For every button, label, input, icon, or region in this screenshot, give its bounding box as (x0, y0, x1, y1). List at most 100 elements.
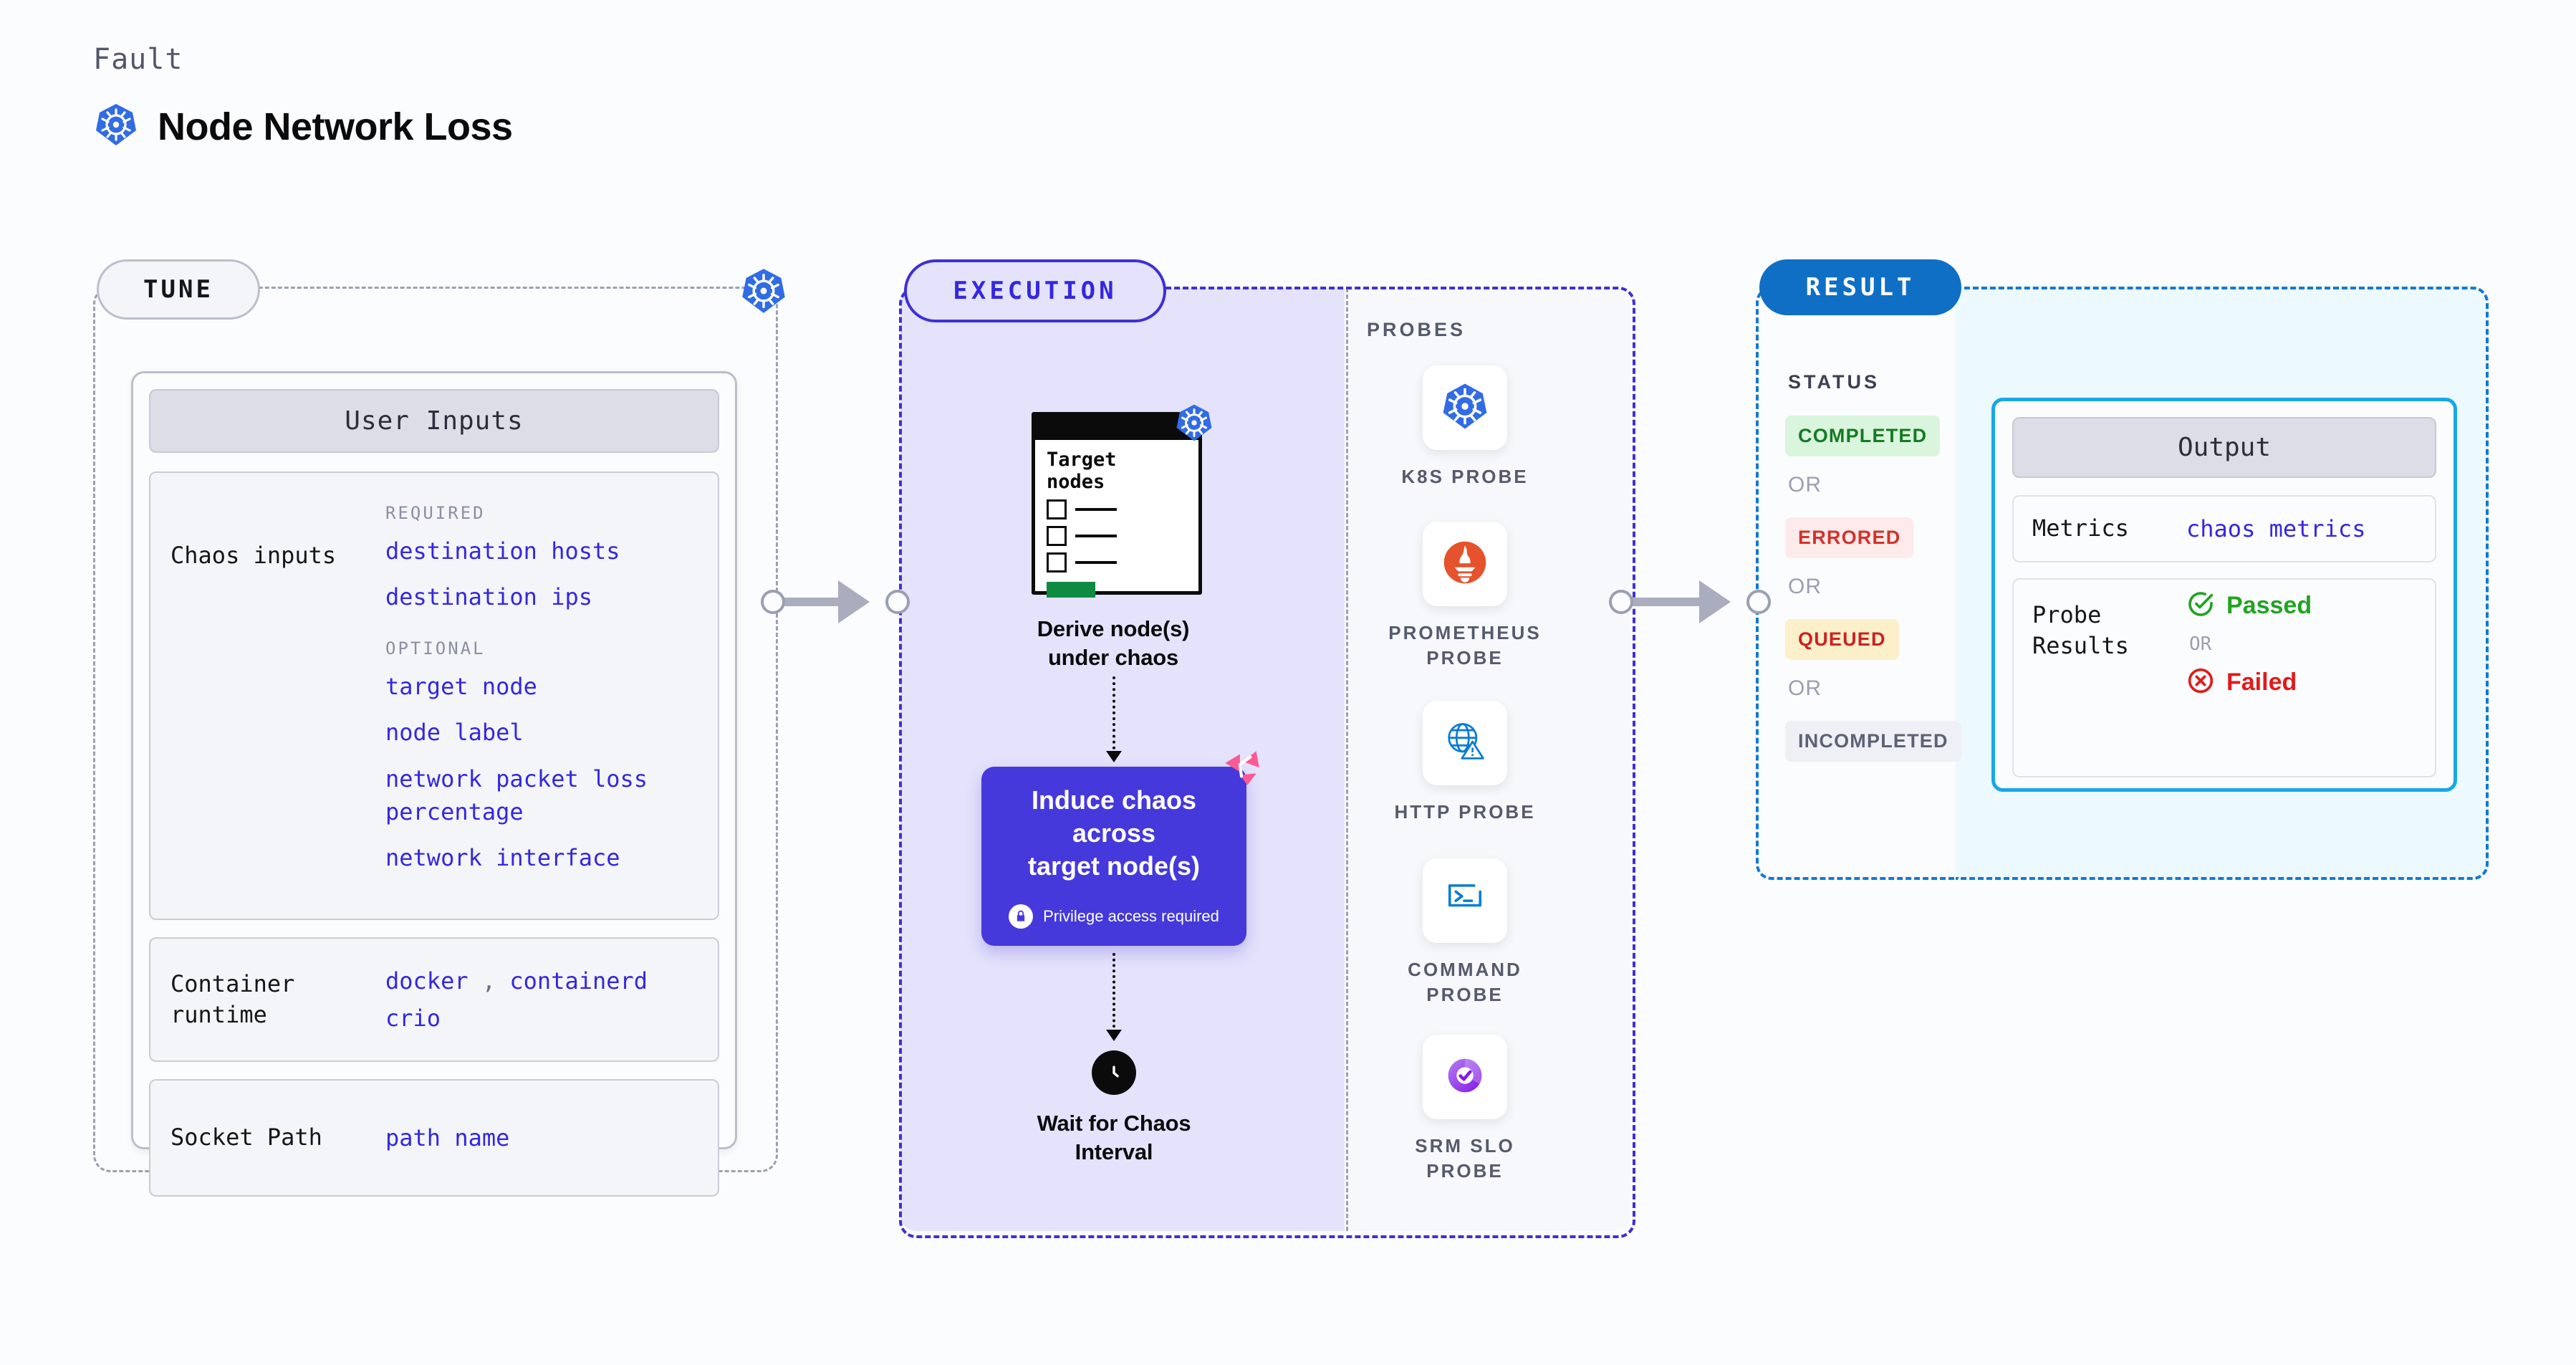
caption-line2: under chaos (1047, 645, 1179, 671)
status-badge-completed: COMPLETED (1785, 416, 1941, 456)
connector-shaft (1629, 598, 1703, 606)
runtime-separator: , (481, 967, 496, 995)
connector-end-node (1746, 590, 1771, 614)
probe-label: COMMAND PROBE (1408, 959, 1522, 1006)
caption-line1: Wait for Chaos (1037, 1111, 1191, 1136)
metrics-row: Metrics chaos metrics (2012, 495, 2436, 562)
runtime-containerd[interactable]: containerd (509, 967, 648, 995)
probe-http[interactable]: HTTP PROBE (1383, 701, 1547, 825)
or-separator: OR (2189, 633, 2212, 655)
status-badge-queued: QUEUED (1785, 619, 1899, 660)
placeholder-line (1075, 508, 1117, 512)
or-separator: OR (1788, 473, 1822, 497)
probe-label: SRM SLO PROBE (1415, 1135, 1515, 1182)
probe-prometheus[interactable]: PROMETHEUS PROBE (1383, 522, 1547, 671)
execution-pill-label: EXECUTION (904, 259, 1166, 322)
connector-execution-to-result (1609, 580, 1771, 623)
output-card: Output Metrics chaos metrics Probe Resul… (1991, 398, 2457, 792)
induce-chaos-title: Induce chaos across target node(s) (981, 784, 1246, 883)
socket-path-label: Socket Path (170, 1124, 322, 1151)
litmus-chaos-icon (1218, 742, 1265, 790)
runtime-docker[interactable]: docker (385, 967, 468, 995)
result-status-region (1756, 287, 1963, 880)
probe-label: PROMETHEUS PROBE (1388, 622, 1542, 669)
execution-region (899, 287, 1635, 1238)
input-target-node[interactable]: target node (385, 672, 537, 700)
or-separator: OR (1788, 676, 1822, 700)
node-checkbox-item[interactable] (1047, 526, 1198, 547)
probe-label: K8S PROBE (1401, 466, 1529, 487)
connector-tune-to-execution (761, 580, 910, 623)
status-badge-errored: ERRORED (1785, 517, 1914, 558)
chaos-inputs-label: Chaos inputs (170, 542, 337, 569)
probe-icon-tile (1423, 522, 1507, 606)
probe-results-label: Probe Results (2014, 590, 2186, 776)
connector-arrowhead (1699, 580, 1762, 623)
input-destination-hosts[interactable]: destination hosts (385, 537, 620, 565)
container-runtime-values: docker , containerd crio (385, 964, 718, 1035)
x-circle-icon (2186, 666, 2215, 699)
placeholder-line (1075, 561, 1117, 565)
step-wait-interval-caption: Wait for Chaos Interval (1006, 1109, 1221, 1167)
runtime-values-line1[interactable]: docker , containerd (385, 964, 703, 997)
checkbox-icon[interactable] (1047, 499, 1067, 520)
metrics-label: Metrics (2032, 514, 2129, 542)
privilege-note-text: Privilege access required (1043, 907, 1219, 926)
connector-start-node (761, 590, 785, 614)
connector-shaft (781, 598, 842, 606)
probe-k8s[interactable]: K8S PROBE (1383, 365, 1547, 489)
checkbox-icon[interactable] (1047, 552, 1067, 573)
socket-path-values: path name (385, 1121, 718, 1154)
container-runtime-label: Container runtime (150, 969, 385, 1030)
probe-label: HTTP PROBE (1394, 801, 1536, 823)
fault-eyebrow-label: Fault (93, 43, 183, 76)
input-network-packet-loss-percentage[interactable]: network packet loss percentage (385, 765, 648, 825)
kubernetes-icon (1174, 403, 1214, 443)
probe-icon-tile (1423, 365, 1507, 450)
user-inputs-card-title: User Inputs (149, 389, 719, 453)
window-titlebar (1035, 416, 1198, 440)
node-checkbox-item[interactable] (1047, 499, 1198, 520)
container-runtime-label-line2: runtime (170, 1001, 267, 1028)
metrics-value[interactable]: chaos metrics (2186, 515, 2366, 542)
probe-results-label-line1: Probe (2032, 601, 2102, 628)
chaos-inputs-row: Chaos inputs REQUIRED destination hosts … (149, 471, 719, 920)
chaos-title-line2: target node(s) (1027, 851, 1200, 881)
flow-connector-2 (1112, 953, 1115, 1033)
kubernetes-icon (739, 267, 788, 315)
node-checkbox-item[interactable] (1047, 552, 1198, 573)
prometheus-icon (1439, 537, 1491, 592)
chaos-title-line1: Induce chaos across (1031, 785, 1197, 848)
flow-connector-1 (1112, 676, 1115, 755)
connector-arrowhead (838, 580, 901, 623)
socket-path-value[interactable]: path name (385, 1124, 510, 1151)
probe-icon-tile (1423, 1035, 1507, 1119)
output-card-title: Output (2012, 417, 2436, 478)
input-network-interface[interactable]: network interface (385, 844, 620, 872)
kubernetes-icon (93, 102, 139, 151)
input-node-label[interactable]: node label (385, 719, 524, 747)
required-heading: REQUIRED (385, 503, 486, 523)
probes-section-title: PROBES (1367, 319, 1466, 340)
probe-command[interactable]: COMMAND PROBE (1383, 858, 1547, 1007)
srm-slo-donut-icon (1441, 1051, 1489, 1103)
probe-result-passed: Passed (2186, 590, 2312, 622)
checkbox-icon[interactable] (1047, 526, 1067, 547)
runtime-crio[interactable]: crio (385, 1005, 441, 1032)
placeholder-line (1075, 535, 1117, 538)
input-destination-ips[interactable]: destination ips (385, 583, 592, 611)
page-title: Node Network Loss (158, 105, 513, 148)
confirm-button[interactable] (1047, 582, 1095, 598)
flow-arrowhead-1 (1106, 751, 1122, 762)
or-separator: OR (1788, 575, 1822, 598)
passed-label: Passed (2226, 592, 2312, 619)
probe-srm-slo[interactable]: SRM SLO PROBE (1383, 1035, 1547, 1184)
title-row: Node Network Loss (93, 102, 513, 151)
http-globe-warning-icon (1441, 717, 1489, 770)
container-runtime-label-line1: Container (170, 969, 295, 997)
flow-arrowhead-2 (1106, 1030, 1122, 1041)
caption-line1: Derive node(s) (1037, 616, 1190, 641)
